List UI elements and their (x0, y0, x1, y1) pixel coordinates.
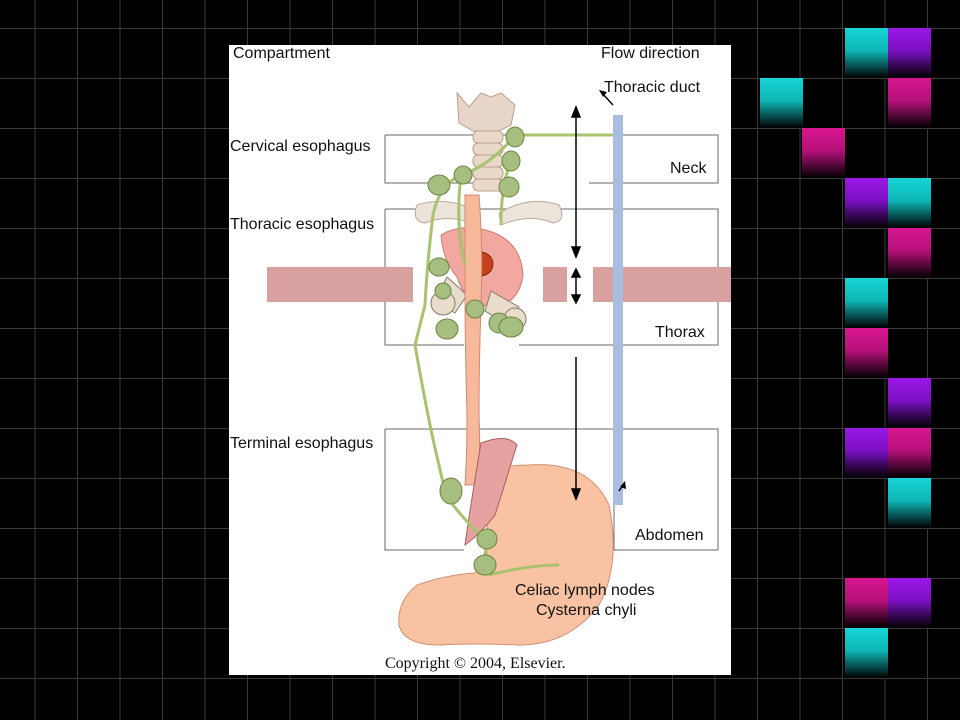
decorative-tile (845, 428, 888, 478)
decorative-tile (760, 78, 803, 128)
thorax-label: Thorax (655, 324, 705, 341)
right-compartment-brackets (589, 134, 719, 551)
flow-arrows (570, 104, 582, 502)
right-clavicle (498, 200, 563, 226)
thoracic-duct-label: Thoracic duct (604, 79, 701, 96)
neck-label: Neck (670, 160, 707, 177)
stomach (398, 464, 614, 646)
decorative-tile (888, 78, 931, 128)
anatomy-illustration (267, 90, 731, 646)
lymph-nodes (427, 126, 525, 576)
decorative-tile (845, 328, 888, 378)
copyright-notice: Copyright © 2004, Elsevier. (385, 655, 566, 672)
diaphragm-band-mid (543, 267, 567, 302)
decorative-tile (845, 178, 888, 228)
terminal-esophagus-label: Terminal esophagus (230, 435, 374, 452)
decorative-tile (888, 28, 931, 78)
celiac-lymph-nodes-label: Celiac lymph nodes (515, 582, 655, 599)
decorative-tile (802, 128, 845, 178)
esophagus-lymph-drainage-figure: Compartment Flow direction Thoracic duct… (229, 45, 731, 675)
thoracic-esophagus-label: Thoracic esophagus (230, 216, 375, 233)
decorative-tile (888, 178, 931, 228)
decorative-tile (845, 628, 888, 678)
decorative-tile (888, 428, 931, 478)
abdomen-label: Abdomen (635, 527, 704, 544)
thoracic-duct-arrow-head (599, 90, 607, 97)
decorative-tile (845, 278, 888, 328)
compartment-header: Compartment (233, 45, 330, 62)
esophagus (464, 194, 483, 486)
thoracic-duct-bar (613, 115, 623, 505)
decorative-tile (888, 578, 931, 628)
decorative-tile (888, 228, 931, 278)
gastric-fold (464, 438, 518, 547)
cervical-esophagus-label: Cervical esophagus (230, 138, 371, 155)
flow-direction-header: Flow direction (601, 45, 700, 62)
larynx (456, 91, 516, 132)
cysterna-chyli-label: Cysterna chyli (536, 602, 637, 619)
diaphragm-band-inner (267, 267, 413, 302)
decorative-tile (888, 478, 931, 528)
decorative-tile (888, 378, 931, 428)
decorative-tile (845, 28, 888, 78)
thoracic-duct-bottom-arrow (620, 481, 626, 489)
decorative-tile (845, 578, 888, 628)
